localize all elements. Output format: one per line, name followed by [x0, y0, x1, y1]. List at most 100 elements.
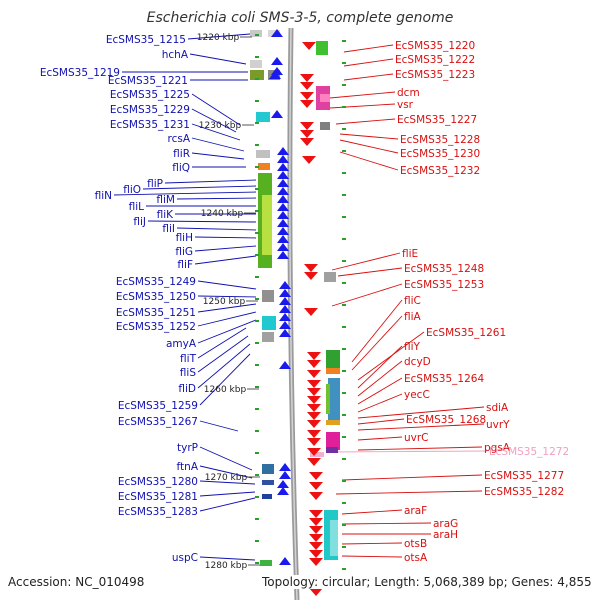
right-gene-label: EcSMS35_1230 [400, 148, 480, 160]
gene-block-left [256, 150, 270, 158]
left-gene-label: fliG [175, 246, 193, 258]
leader-line-left [199, 465, 253, 479]
gene-block-left [256, 112, 270, 122]
lane-tick [342, 106, 346, 108]
gene-arrow-right [307, 412, 321, 420]
left-gene-label: fliP [147, 178, 163, 190]
leader-line-left [199, 420, 239, 432]
lane-tick [342, 150, 346, 152]
gene-arrow-left [271, 29, 283, 37]
right-gene-label: EcSMS35_1227 [397, 114, 477, 126]
gene-arrow-left [279, 305, 291, 313]
lane-tick [342, 436, 346, 438]
gene-arrow-right [300, 74, 314, 82]
lane-tick [255, 276, 259, 278]
leader-line-left [194, 245, 257, 252]
leader-line-right [339, 139, 399, 154]
lane-tick [342, 348, 346, 350]
leader-line-right [351, 299, 403, 363]
gene-arrow-right [302, 156, 316, 164]
lane-tick [255, 144, 259, 146]
lane-tick [255, 408, 259, 410]
leader-line-right [357, 418, 405, 425]
leader-line-right [331, 283, 403, 307]
right-gene-label: uvrY [486, 419, 510, 431]
leader-line-right [357, 436, 403, 441]
left-gene-label: EcSMS35_1225 [110, 89, 190, 101]
gene-block-right [330, 520, 338, 556]
gene-block-right [326, 350, 340, 368]
lane-tick [255, 474, 259, 476]
gene-arrow-left [277, 203, 289, 211]
gene-arrow-left [279, 281, 291, 289]
right-gene-label: fliE [402, 248, 418, 260]
lane-tick [255, 386, 259, 388]
left-gene-label: EcSMS35_1221 [108, 75, 188, 87]
gene-arrow-left [271, 110, 283, 118]
lane-tick [342, 524, 346, 526]
gene-arrow-right [309, 542, 323, 550]
leader-line-left [197, 319, 257, 344]
leader-line-right [357, 393, 403, 413]
gene-arrow-left [277, 195, 289, 203]
right-gene-label: araG [433, 518, 458, 530]
left-gene-label: fliQ [172, 162, 190, 174]
lane-tick [342, 172, 346, 174]
leader-line-left [164, 179, 257, 184]
leader-line-right [341, 555, 403, 558]
gene-arrow-left [279, 557, 291, 565]
leader-line-left [199, 491, 256, 497]
right-gene-label: otsB [404, 538, 427, 550]
gene-arrow-right [300, 122, 314, 130]
gene-arrow-right [304, 308, 318, 316]
gene-arrow-right [309, 534, 323, 542]
right-gene-label: EcSMS35_1222 [395, 54, 475, 66]
gene-arrow-left [277, 147, 289, 155]
scale-tick-label: 1250 kbp [203, 297, 246, 307]
gene-block-left [262, 195, 272, 255]
leader-line-right [351, 315, 403, 371]
page-title: Escherichia coli SMS-3-5, complete genom… [146, 10, 454, 26]
lane-tick [255, 496, 259, 498]
left-gene-label: EcSMS35_1280 [118, 476, 198, 488]
leader-line-left [176, 197, 257, 200]
gene-arrow-right [300, 82, 314, 90]
right-gene-label: EcSMS35_1253 [404, 279, 484, 291]
right-gene-label: EcSMS35_1282 [484, 486, 564, 498]
lane-tick [255, 232, 259, 234]
gene-arrow-right [307, 396, 321, 404]
gene-arrow-right [304, 264, 318, 272]
gene-arrow-right [307, 360, 321, 368]
leader-line-right [329, 91, 396, 99]
gene-block-right [326, 368, 340, 374]
gene-block-right [326, 384, 330, 414]
gene-arrow-left [277, 219, 289, 227]
lane-tick [255, 298, 259, 300]
gene-arrow-right [307, 388, 321, 396]
leader-line-right [339, 151, 399, 171]
left-gene-label: fliN [95, 190, 112, 202]
left-gene-label: fliS [180, 367, 197, 379]
lane-tick [255, 100, 259, 102]
lane-tick [342, 216, 346, 218]
gene-block-left [258, 163, 270, 170]
gene-arrow-right [309, 492, 323, 500]
lane-tick [342, 414, 346, 416]
gene-arrow-right [309, 518, 323, 526]
leader-line-left [199, 556, 256, 561]
gene-block-right [328, 378, 340, 420]
lane-tick [342, 84, 346, 86]
right-gene-label: otsA [404, 552, 428, 564]
right-gene-label: vsr [397, 99, 414, 111]
lane-tick [342, 480, 346, 482]
lane-tick [342, 458, 346, 460]
leader-line-left [147, 220, 257, 223]
gene-block-left [250, 30, 262, 37]
gene-arrow-right [309, 588, 323, 596]
lane-tick [255, 188, 259, 190]
leader-line-right [343, 73, 394, 81]
lane-tick [342, 326, 346, 328]
lane-tick [342, 260, 346, 262]
lane-tick [342, 40, 346, 42]
